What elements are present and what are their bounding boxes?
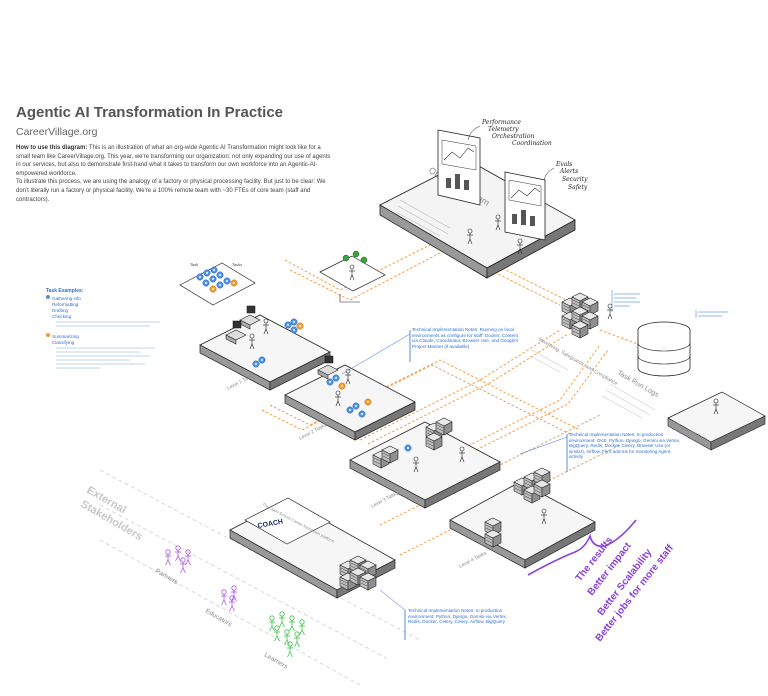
technical-note-2: Technical Implementation Notes: In produ… [519, 432, 681, 472]
level-2-platform: Level 2 Tasks [284, 355, 416, 442]
technical-note-1: Technical Implementation Notes: Running … [341, 327, 519, 375]
performance-board-annotations: Performance Telemetry Orchestration Coor… [467, 119, 552, 147]
small-note-boxes [611, 290, 728, 318]
coach-platform: COACH The Open-Source Career Navigation … [229, 497, 396, 599]
coach-logo: COACH [257, 519, 283, 530]
evals-board-annotations: Evals Alerts Security Safety [543, 161, 588, 191]
board-label-coordination: Coordination [512, 140, 552, 147]
stakeholder-group-partners: Partners [154, 568, 179, 587]
task-example-item: Classifying [52, 340, 75, 345]
level-3-label: Level 3 Tasks [370, 490, 400, 510]
technical-note-1-text: Technical Implementation Notes: Running … [412, 327, 519, 349]
evals-board [504, 171, 546, 241]
board-label-telemetry: Telemetry [488, 126, 519, 133]
task-example-item: Checking [52, 314, 72, 319]
level-4-label: Level 4 Tasks [458, 550, 488, 570]
page-subtitle: CareerVillage.org [16, 126, 98, 138]
stakeholder-lines [99, 469, 421, 686]
page-title: Agentic AI Transformation In Practice [16, 104, 284, 121]
board-label-safety: Safety [568, 184, 588, 191]
task-example-item: Summarizing [52, 334, 79, 339]
task-run-logs-database: Task Run Logs [601, 321, 691, 419]
board-label-security: Security [562, 176, 588, 183]
regulatory-tools-card: Regulatory Tools [667, 391, 766, 451]
task-examples-title: Task Examples: [46, 288, 84, 294]
level-2-label: Level 2 Tasks [298, 422, 328, 442]
task-example-item: Drafting [52, 308, 69, 313]
intro-paragraph-2: To illustrate this process, we are using… [16, 179, 326, 203]
level-1-platform: Level 1 Tasks [199, 305, 331, 392]
intro-text: How to use this diagram: This is an illu… [16, 144, 334, 204]
board-label-evals: Evals [555, 161, 572, 168]
learner-people [268, 611, 306, 658]
level-3-platform: Level 3 Tasks [349, 417, 501, 510]
educator-people [220, 585, 238, 612]
technical-note-3: Technical Implementation Notes: In produ… [379, 589, 508, 640]
level-4-platform: Level 4 Tasks [449, 467, 596, 570]
operations-description [395, 199, 451, 237]
board-label-performance: Performance [481, 119, 521, 126]
svg-text:Tasks: Tasks [232, 263, 242, 267]
monitoring-cluster: Monitoring, Safeguards, and Compliance [529, 292, 619, 388]
operations-team-platform: Operations Team Performance Telemetry Or… [379, 119, 588, 279]
svg-text:Task: Task [190, 263, 198, 267]
intro-paragraph-1: This is an illustration of what an org-w… [16, 145, 331, 177]
task-examples-card: Task Tasks [179, 262, 256, 306]
leadership-card [319, 250, 386, 303]
task-example-item: Reformatting [52, 302, 79, 307]
monitoring-label: Monitoring, Safeguards, and Compliance [537, 337, 619, 388]
task-example-scribbles: Task Tasks [190, 263, 242, 267]
intro-lead: How to use this diagram: [16, 145, 88, 151]
partner-people [164, 545, 192, 574]
task-examples-list: Task Examples: Gathering info Reformatti… [46, 288, 160, 369]
task-example-item: Gathering info [52, 296, 81, 301]
technical-note-2-text: Technical Implementation Notes: In produ… [569, 432, 681, 460]
board-label-alerts: Alerts [559, 168, 578, 175]
performance-board [437, 129, 481, 206]
board-label-orchestration: Orchestration [492, 133, 534, 140]
stakeholder-group-educators: Educators [204, 608, 233, 629]
results-item-jobs: Better jobs for more staff [594, 542, 677, 643]
stakeholder-group-learners: Learners [263, 652, 289, 671]
technical-note-3-text: Technical Implementation Notes: In produ… [408, 608, 508, 625]
